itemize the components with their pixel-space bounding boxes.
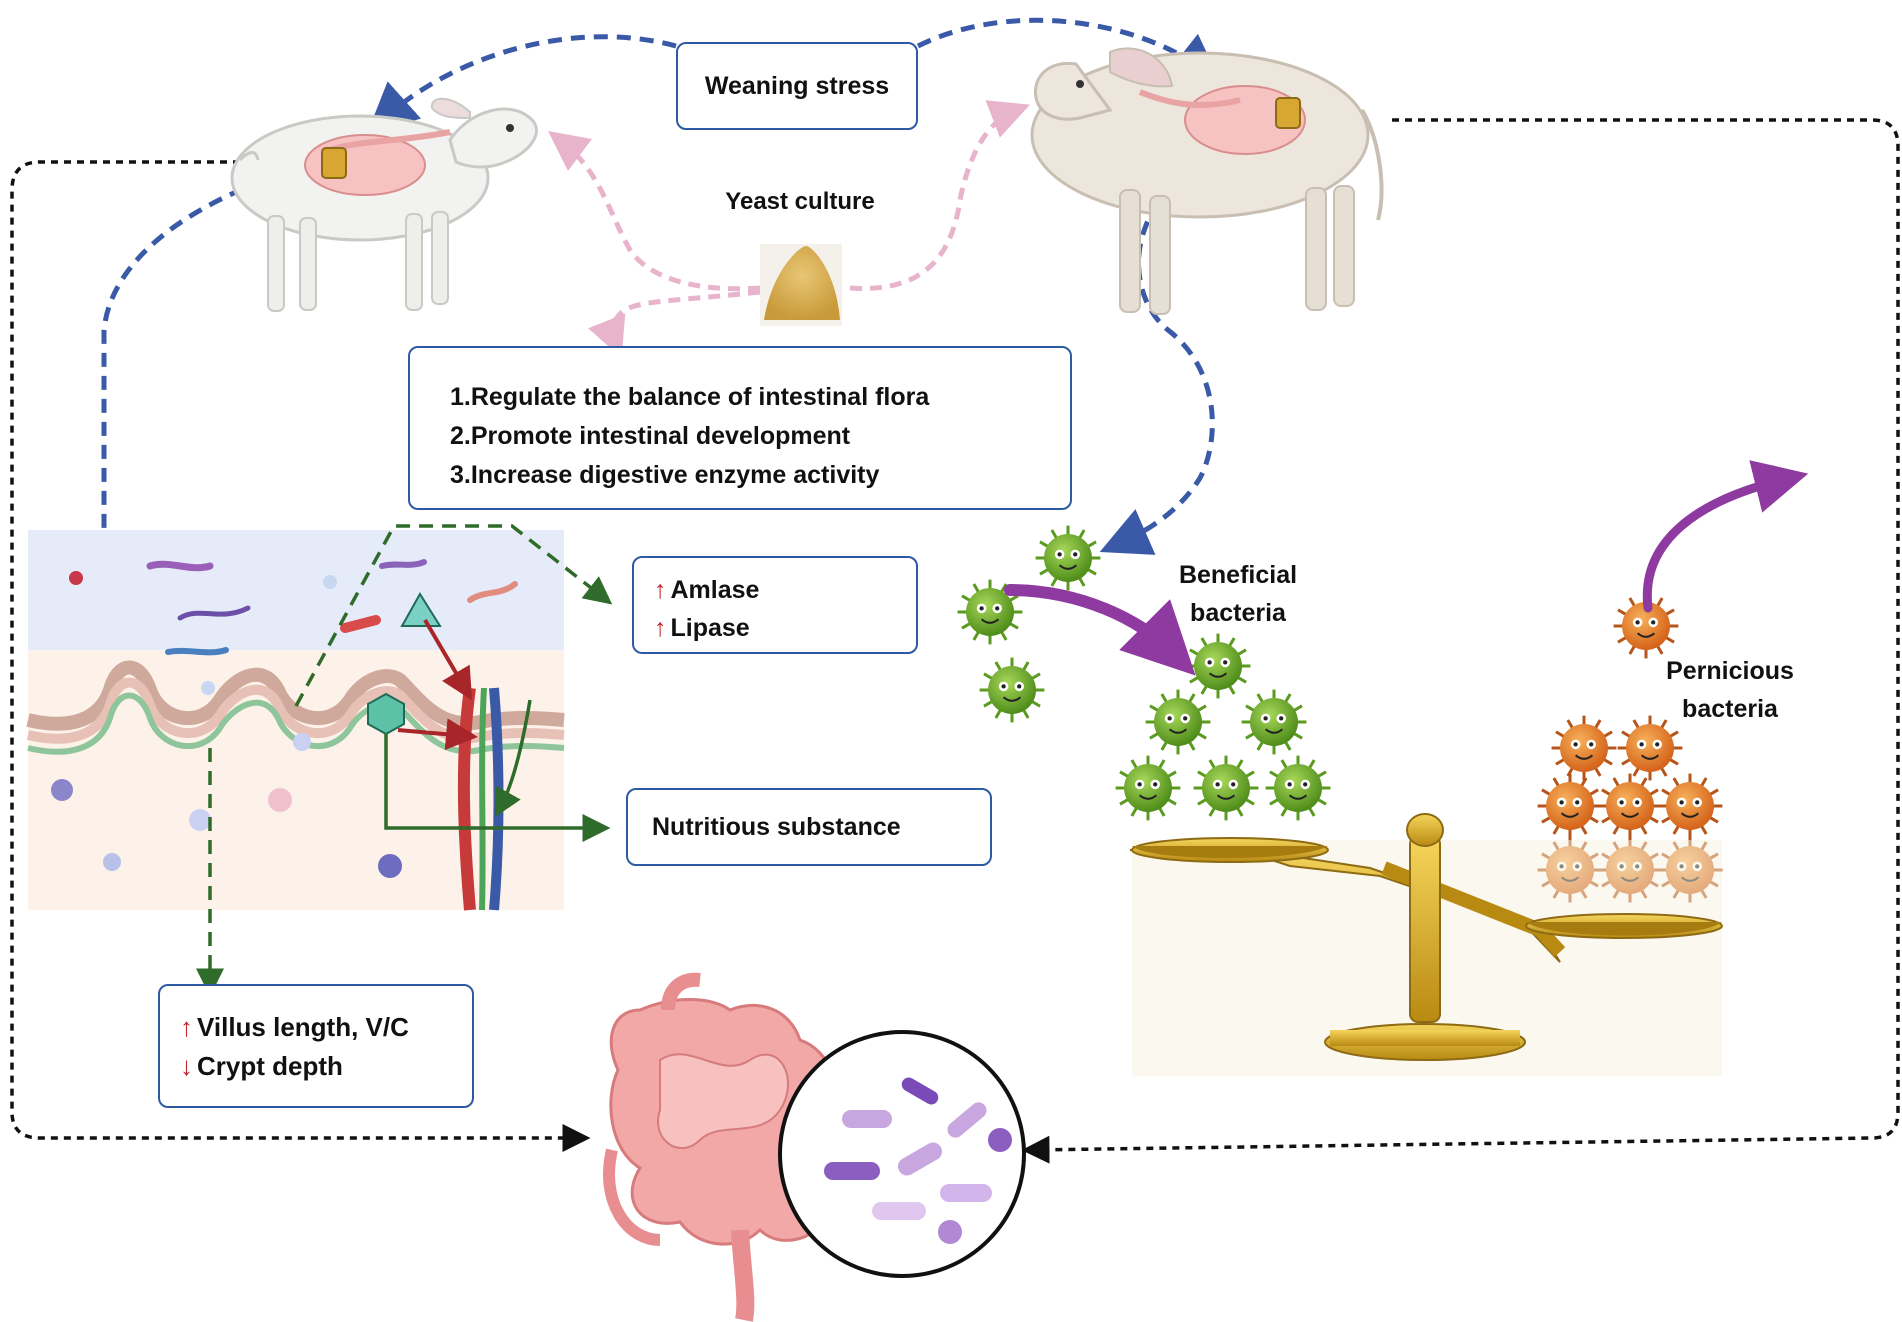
enzyme-amlase: ↑Amlase bbox=[654, 576, 760, 604]
beneficial-bacterium bbox=[1035, 525, 1101, 591]
beneficial-bacterium bbox=[1241, 689, 1307, 755]
down-arrow-icon: ↓ bbox=[180, 1051, 193, 1081]
effects-box: 1.Regulate the balance of intestinal flo… bbox=[408, 346, 1072, 510]
microbiome-circle bbox=[778, 1030, 1026, 1278]
pink-yeast-arrows bbox=[548, 100, 1030, 358]
beneficial-bacterium bbox=[1145, 689, 1211, 755]
beneficial-bacterium bbox=[979, 657, 1045, 723]
beneficial-bacterium bbox=[1185, 633, 1251, 699]
yeast-culture-label: Yeast culture bbox=[725, 188, 875, 215]
nutritious-substance-box: Nutritious substance bbox=[626, 788, 992, 866]
up-arrow-icon: ↑ bbox=[180, 1012, 193, 1042]
weaning-stress-label: Weaning stress bbox=[704, 71, 890, 100]
yeast-powder-icon bbox=[760, 244, 842, 326]
effect-item: 2.Promote intestinal development bbox=[450, 422, 851, 450]
beneficial-bacterium bbox=[1115, 755, 1181, 821]
triangle-nutrient-icon bbox=[400, 592, 442, 627]
purple-arrows bbox=[1004, 460, 1809, 676]
crypt-depth: ↓Crypt depth bbox=[180, 1051, 343, 1081]
intestinal-tissue-panel bbox=[26, 530, 565, 911]
beneficial-bacterium bbox=[1265, 755, 1331, 821]
effect-item: 3.Increase digestive enzyme activity bbox=[450, 461, 880, 489]
villus-length: ↑Villus length, V/C bbox=[180, 1012, 409, 1042]
lamb-illustration bbox=[230, 97, 538, 312]
effect-item: 1.Regulate the balance of intestinal flo… bbox=[450, 383, 930, 411]
pernicious-bacterium bbox=[1617, 715, 1683, 781]
enzyme-lipase: ↑Lipase bbox=[654, 614, 750, 642]
pernicious-bacterium bbox=[1597, 773, 1663, 839]
nutritious-substance-label: Nutritious substance bbox=[652, 812, 901, 841]
weaning-stress-box: Weaning stress bbox=[676, 42, 918, 130]
pernicious-bacterium bbox=[1537, 773, 1603, 839]
pernicious-bacteria-label: Pernicious bacteria bbox=[1666, 657, 1794, 723]
beneficial-bacteria-label: Beneficial bacteria bbox=[1178, 561, 1298, 627]
black-feedback-loop bbox=[10, 118, 1900, 1164]
green-arrows bbox=[196, 524, 613, 997]
hexagon-nutrient-icon bbox=[367, 692, 405, 736]
pernicious-bacterium bbox=[1657, 773, 1723, 839]
enzymes-box: ↑Amlase ↑Lipase bbox=[632, 556, 918, 654]
balance-scale bbox=[1129, 813, 1723, 1076]
calf-illustration bbox=[1030, 47, 1384, 315]
up-arrow-icon: ↑ bbox=[654, 614, 667, 642]
villus-box: ↑Villus length, V/C ↓Crypt depth bbox=[158, 984, 474, 1108]
beneficial-bacterium bbox=[1193, 755, 1259, 821]
pernicious-bacterium bbox=[1551, 715, 1617, 781]
beneficial-bacteria-cluster bbox=[957, 525, 1331, 821]
up-arrow-icon: ↑ bbox=[654, 576, 667, 604]
pernicious-bacterium bbox=[1613, 593, 1679, 659]
beneficial-bacterium bbox=[957, 579, 1023, 645]
